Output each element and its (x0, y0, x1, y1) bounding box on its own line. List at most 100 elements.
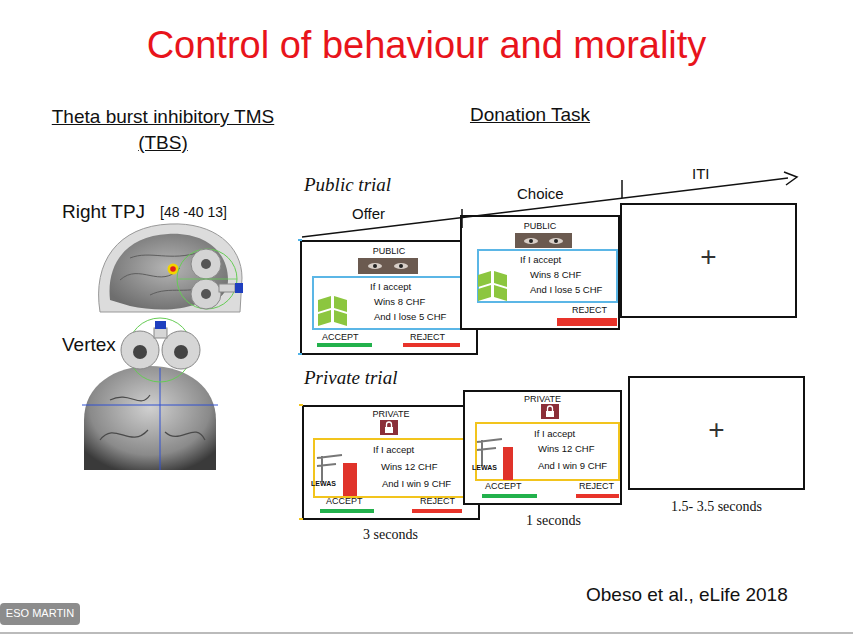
node-text: And I lose 5 CHF (374, 312, 468, 323)
logo-leaf (494, 271, 507, 287)
accept-bar (482, 494, 537, 498)
head-outline (99, 224, 242, 312)
reject-bar (557, 318, 617, 326)
region-label: Right TPJ (62, 201, 162, 223)
duration-label: 1.5- 3.5 seconds (671, 499, 811, 515)
brand-logo (477, 439, 513, 480)
response-label: REJECT (410, 332, 470, 342)
node-text: Wins 8 CHF (374, 297, 468, 308)
node-text: Wins 8 CHF (530, 270, 616, 281)
edge-mark (298, 353, 302, 355)
lock-icon (380, 420, 398, 435)
logo-leaf (318, 296, 331, 312)
brain-shape (110, 234, 228, 310)
accept-bar (317, 343, 372, 347)
coil-wing (191, 279, 221, 309)
coil-wing (191, 249, 221, 279)
eyes-photo (515, 233, 572, 248)
edge-mark (298, 239, 302, 241)
duration-label: 1 seconds (526, 513, 626, 529)
offer-box: If I acceptWins 12 CHFAnd I win 9 CHF (475, 422, 620, 481)
sagittal-brain (99, 224, 243, 312)
condition-label: PUBLIC (462, 221, 618, 231)
logo-leaf (494, 285, 507, 301)
task-screen: + (620, 203, 797, 318)
coil-hole (174, 345, 188, 359)
response-label: ACCEPT (322, 332, 382, 342)
photo-bg (515, 233, 572, 248)
response-label: ACCEPT (485, 481, 547, 491)
node-text: Wins 12 CHF (538, 444, 618, 455)
lock-bg (541, 404, 559, 419)
coil-wing (121, 331, 159, 369)
task-screen: PRIVATE ACCEPT REJECT If I acceptWins 12 CH… (463, 390, 622, 505)
duration-label: 3 seconds (363, 527, 463, 543)
arrow-head (784, 172, 797, 185)
logo-leaf (478, 285, 491, 301)
crosshair (82, 405, 218, 406)
sulci (100, 395, 205, 440)
condition-label: PRIVATE (465, 394, 620, 404)
eye (394, 263, 408, 269)
eye (368, 263, 382, 269)
coil-hole (201, 289, 211, 299)
fixation-cross: + (630, 414, 803, 446)
offer-box: If I acceptWins 8 CHFAnd I lose 5 CHF (312, 276, 470, 330)
target-spot (168, 264, 179, 275)
brain-slice (84, 366, 216, 470)
pupil (529, 239, 533, 243)
task-screen: + (628, 376, 805, 490)
coordinates: [48 -40 13] (160, 204, 260, 220)
eye (524, 238, 538, 244)
coil-stem (219, 284, 235, 292)
offer-box: If I acceptWins 12 CHFAnd I win 9 CHF (313, 438, 473, 498)
pupil (399, 264, 403, 268)
condition-label: PRIVATE (304, 409, 478, 419)
edge-mark (299, 518, 303, 520)
pupil (373, 264, 377, 268)
coil-handle (235, 283, 243, 293)
charity-logo (478, 271, 507, 301)
eye (549, 238, 563, 244)
logo-leaf (334, 296, 347, 312)
coil-hole (201, 259, 211, 269)
coil-stem (154, 328, 167, 338)
speaker-name: ESO MARTIN (0, 607, 80, 620)
lock-shackle (548, 406, 553, 411)
eyes-photo (358, 258, 418, 274)
reject-bar (576, 494, 619, 498)
logo-figure (477, 439, 502, 466)
coil-guide (177, 249, 237, 309)
crosshair (160, 368, 161, 470)
coil-guide (128, 318, 192, 382)
edge-mark (299, 404, 303, 406)
trial-type: Private trial (304, 367, 444, 389)
pupil (554, 239, 558, 243)
node-text: Wins 12 CHF (381, 462, 471, 473)
offer-box: If I acceptWins 8 CHFAnd I lose 5 CHF (477, 249, 618, 303)
fixation-cross: + (622, 241, 795, 273)
task-screen: PUBLICACCEPTREJECTIf I acceptWins 8 CHFA… (300, 240, 478, 355)
trial-type: Public trial (304, 174, 444, 196)
logo-leaf (478, 271, 491, 287)
slide-border (0, 632, 853, 634)
lock-bg (380, 420, 398, 435)
sulci (120, 252, 210, 295)
tick (461, 209, 463, 228)
logo-figure (317, 455, 342, 482)
guide-line (177, 279, 237, 280)
node-text: If I accept (534, 429, 618, 440)
target-spot-core (170, 266, 176, 272)
logo-text: LEWAS (472, 464, 504, 472)
phase-label: Offer (352, 205, 412, 222)
logo-leaf (318, 310, 331, 326)
task-heading: Donation Task (440, 104, 620, 126)
logo-text: LEWAS (311, 480, 343, 488)
lock-icon (541, 404, 559, 419)
response-label: REJECT (579, 481, 621, 491)
logo-bar (503, 447, 513, 480)
tick (621, 180, 623, 198)
node-text: If I accept (373, 445, 471, 456)
